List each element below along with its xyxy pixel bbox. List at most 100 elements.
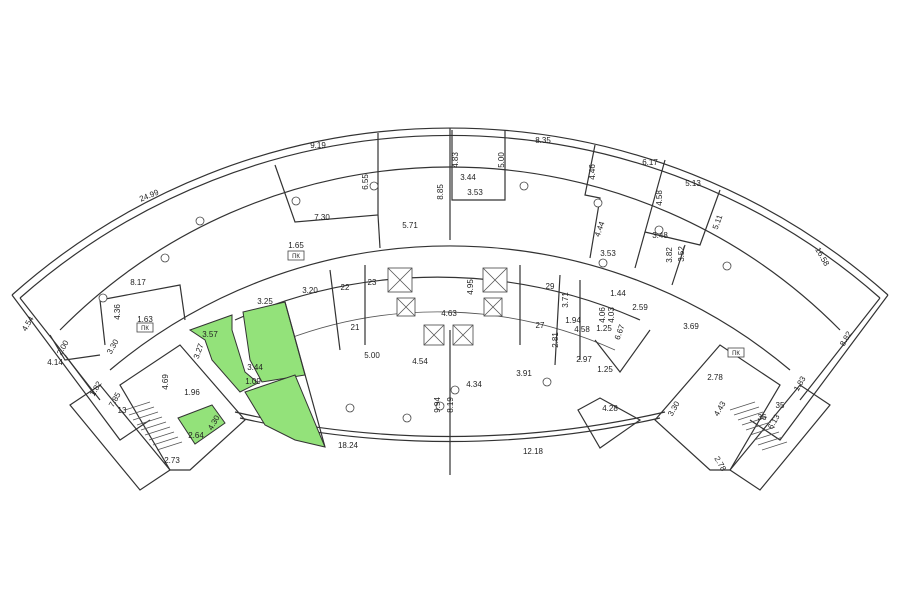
dimension-label: 3.91 [516,369,532,378]
column-marker [402,413,412,423]
dimension-label: 2.73 [164,456,180,465]
dimension-label: 4.58 [574,325,590,334]
svg-text:ПК: ПК [732,351,740,357]
dimension-label: 6.55 [361,174,370,190]
dimension-label: 4.43 [712,399,728,417]
dimension-label: 4.63 [441,309,457,318]
dimension-label: 2.97 [576,355,592,364]
dimension-label: 27 [536,321,545,330]
room-partitions [49,128,721,475]
dimension-label: 4.54 [412,357,428,366]
column-marker [98,293,108,303]
service-shaft-tags: ПК ПК ПК [136,250,745,358]
dimension-label: 6.67 [613,323,627,341]
dimension-label: 16.58 [813,246,831,268]
dimension-label: 12.18 [523,447,544,456]
dimension-label: 3.57 [202,330,218,339]
dimension-label: 4.44 [593,220,607,238]
dimension-label: 3.25 [257,297,273,306]
dimension-label: 3.53 [467,188,483,197]
dimension-label: 8.35 [535,136,551,145]
column-marker [160,253,170,263]
dimension-label: 8.17 [130,278,146,287]
elevator-shaft [423,324,445,346]
dimension-label: 5.00 [497,152,506,168]
column-marker [519,181,529,191]
dimension-label: 4.03 [607,307,616,323]
staircase [124,401,183,451]
dimension-label: 3.82 [665,247,674,263]
dimension-label: 3.30 [666,399,682,417]
dimension-label: 4.06 [598,307,607,323]
dimension-label: 3.30 [105,337,121,355]
dimension-label: 6.13 [766,412,782,430]
dimension-label: 5.00 [364,351,380,360]
dimension-label: 4.36 [113,304,122,320]
column-marker [593,198,603,208]
dimension-label: 8.85 [436,184,445,200]
dimension-label: 1.25 [597,365,613,374]
dimension-label: 6.17 [642,158,658,167]
service-shaft-tag: ПК [136,322,154,333]
dimension-label: 3.53 [600,249,616,258]
elevator-shafts [124,267,788,451]
column-marker [654,225,664,235]
dimension-label: 13 [118,406,127,415]
elevator-shaft [482,267,508,293]
elevator-shaft [452,324,474,346]
dimension-label: 5.71 [402,221,418,230]
dimension-label: 4.95 [466,279,475,295]
column-marker [195,216,205,226]
dimension-label: 3.27 [192,342,206,360]
column-marker [450,385,460,395]
dimension-label: 4.14 [47,358,63,367]
dimension-label: 22 [341,283,350,292]
column-marker [291,196,301,206]
dimension-label: 4.46 [588,164,597,180]
dimension-label: 2.64 [188,431,204,440]
dimension-label: 3.48 [652,231,668,240]
dimension-label: 9.94 [433,397,442,413]
dimension-label: 7.30 [314,213,330,222]
dimension-label: 1.83 [792,374,808,392]
dimension-label: 5.11 [711,213,725,231]
dimension-label: 1.63 [137,315,153,324]
dimension-label: 3.44 [460,173,476,182]
staircase [729,401,788,451]
dimension-label: 23 [368,278,377,287]
dimension-label: 4.69 [161,374,170,390]
elevator-shaft [387,267,413,293]
elevator-shaft [396,297,416,317]
dimension-label: 4.34 [466,380,482,389]
dimension-label: 1.44 [610,289,626,298]
dimension-label: 1.09 [245,377,261,386]
dimension-label: 3.52 [677,246,686,262]
dimension-label: 4.58 [655,190,664,206]
service-shaft-tag: ПК [287,250,305,261]
dimension-label: 3.44 [247,363,263,372]
dimension-label: 1.82 [88,379,104,397]
dimension-label: 2.81 [551,332,560,348]
svg-text:ПК: ПК [292,254,300,260]
dimension-label: 8.19 [446,397,455,413]
column-marker [598,258,608,268]
service-shaft-tag: ПК [727,347,745,358]
dimension-label: 21 [351,323,360,332]
dimension-label: 3.71 [561,292,570,308]
dimension-label: 35 [776,401,785,410]
highlighted-unit[interactable] [177,301,326,448]
columns [98,181,732,423]
dimension-label: 1.65 [288,241,304,250]
column-marker [435,401,445,411]
dimension-label: 3.69 [683,322,699,331]
dimension-label: 1.25 [596,324,612,333]
dimension-label: 1.96 [184,388,200,397]
dimension-label: 18.24 [338,441,359,450]
elevator-shaft [483,297,503,317]
dimension-label: 2.00 [55,338,71,356]
column-marker [722,261,732,271]
dimension-label: 36 [758,413,767,422]
dimension-label: 4.28 [602,404,618,413]
dimension-label: 3.20 [302,286,318,295]
